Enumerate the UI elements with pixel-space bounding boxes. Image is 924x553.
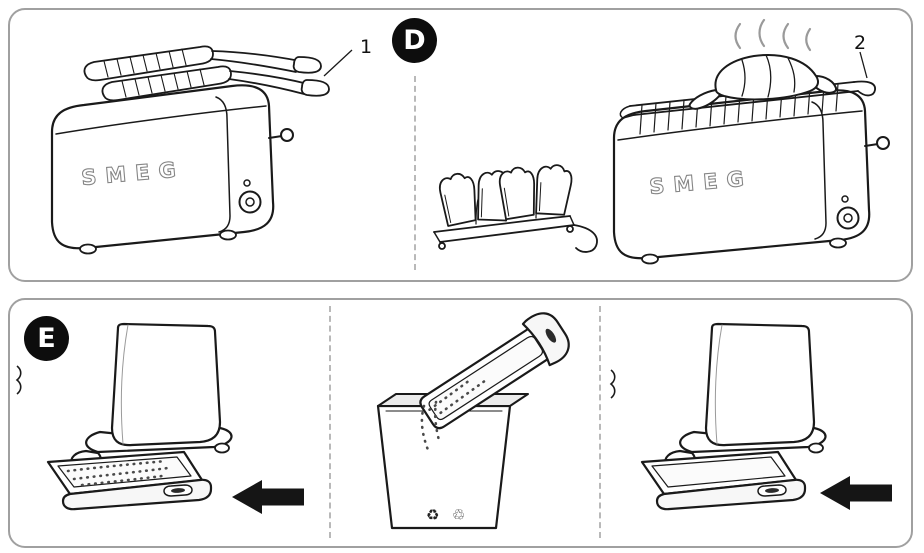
sandwich-cage-icon: [83, 45, 322, 82]
toast-slice-icon: [535, 164, 573, 216]
callout-2: 2: [854, 32, 868, 79]
crumb-tray-handle-slot: [545, 328, 557, 343]
crumb-tray-insertion-illustration: [609, 322, 892, 511]
toaster-deck-edge: [617, 110, 863, 141]
cage-handle-grip: [292, 56, 322, 74]
callout-1-line: [323, 49, 353, 77]
lever-knob-icon: [280, 128, 294, 142]
panel-d-figure: D SMEG: [8, 8, 913, 282]
steam-icon: [734, 18, 812, 52]
crumb-tray-front-cap: [521, 312, 570, 367]
browning-knob-icon: [245, 197, 255, 207]
toaster-sandwich-rack-illustration: SMEG 1: [50, 36, 372, 255]
cancel-button-icon: [841, 195, 849, 203]
panel-e-figure: E ♻ ♲: [8, 298, 913, 548]
cropped-edge-mark: [609, 369, 616, 399]
dashed-divider-icon: [329, 306, 331, 538]
crumb-tray-icon: [419, 312, 570, 430]
toaster-side-seam: [811, 101, 827, 240]
toast-slice-icon: [498, 166, 536, 221]
cancel-button-icon: [243, 179, 251, 187]
lever-knob-icon: [268, 135, 283, 139]
crumb-tray-emptying-illustration: ♻ ♲: [376, 312, 570, 530]
lever-knob-icon: [876, 136, 890, 150]
callout-2-label: 2: [854, 32, 866, 54]
crumbs-icon: [428, 377, 486, 418]
rack-wire-curl: [573, 224, 598, 253]
browning-knob-icon: [843, 213, 853, 223]
toaster-deck-edge: [55, 105, 267, 135]
toaster-side-seam: [215, 96, 231, 233]
lever-knob-icon: [864, 143, 879, 147]
crumbs-icon: [66, 459, 170, 487]
dashed-divider-icon: [414, 76, 416, 270]
recycle-icon: ♻: [426, 506, 439, 524]
recycle-icon: ♲: [452, 506, 465, 524]
callout-1-label: 1: [360, 36, 372, 58]
crumb-tray-removal-illustration: [15, 322, 304, 514]
croissant-icon: [688, 54, 838, 110]
direction-arrow-icon: [232, 480, 304, 514]
toaster-foot-icon: [829, 237, 847, 249]
toaster-warming-rack-illustration: SMEG 2: [433, 18, 890, 265]
toaster-foot-icon: [79, 243, 97, 255]
toaster-foot-icon: [219, 229, 237, 241]
cage-handle-grip: [300, 79, 330, 97]
toast-slice-icon: [438, 172, 477, 227]
sandwich-cage-icon: [101, 65, 330, 102]
falling-crumbs-icon: [420, 400, 442, 452]
direction-arrow-icon: [820, 476, 892, 510]
warming-rack-handle: [853, 80, 876, 97]
toaster-icon: [50, 84, 294, 255]
step-d-badge: D: [392, 18, 437, 63]
toast-rack-icon: [433, 164, 598, 253]
dashed-divider-icon: [599, 306, 601, 538]
cropped-edge-mark: [15, 365, 22, 395]
callout-1: 1: [323, 36, 372, 77]
toaster-icon: [612, 89, 890, 265]
callout-2-line: [859, 51, 868, 79]
toaster-foot-icon: [641, 253, 659, 265]
step-e-badge: E: [24, 316, 69, 361]
